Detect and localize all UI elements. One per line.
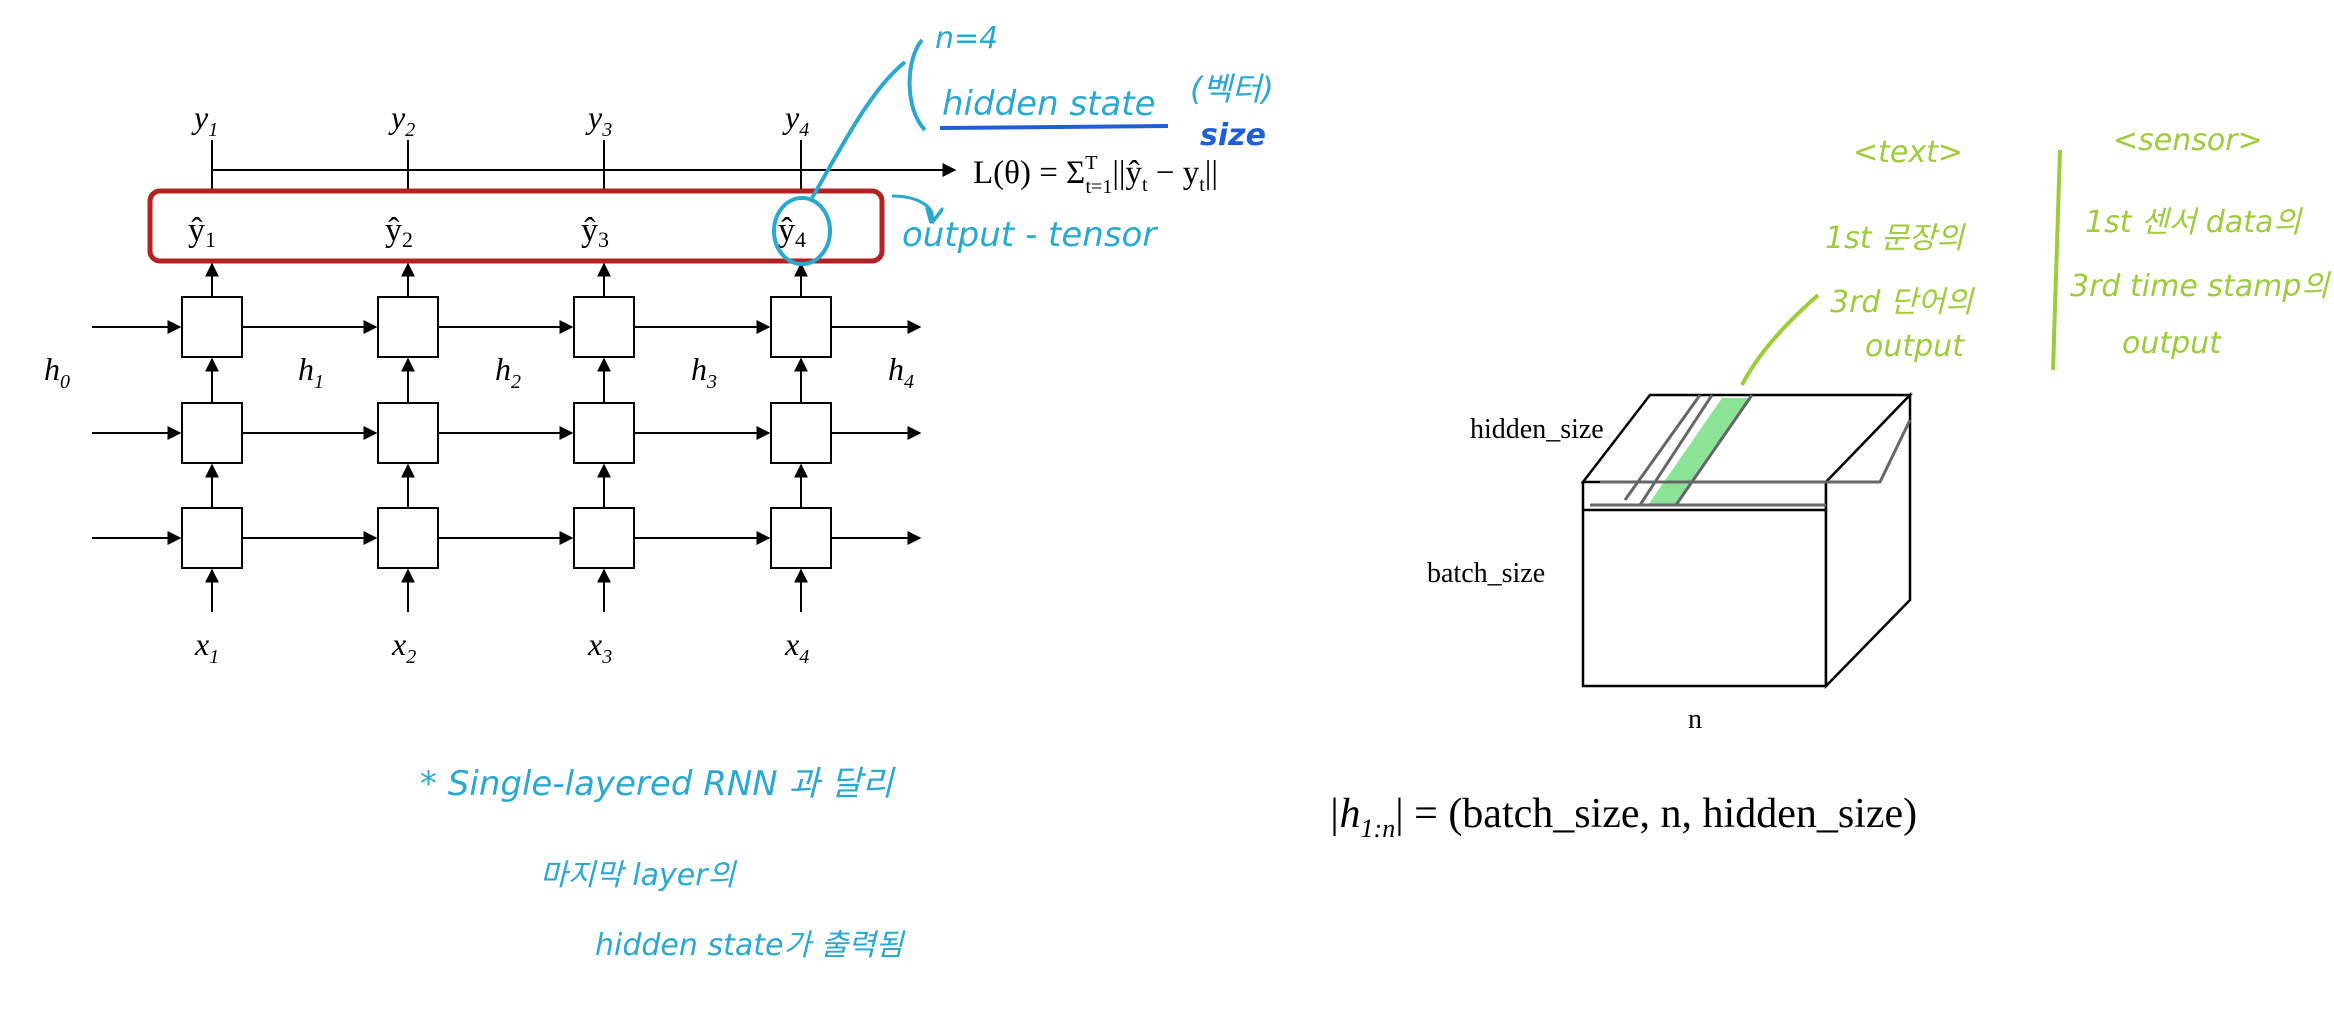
hidden-size-label: hidden_size: [1470, 414, 1604, 445]
h-label-0: h0: [44, 351, 70, 393]
blue-annotations: n=4 hidden state (벡터) size output - tens…: [420, 21, 1274, 963]
pointer-curve: [810, 60, 907, 200]
cell-l1-t2: [377, 507, 439, 569]
n-label: n: [1688, 704, 1702, 735]
x-label-4: x4: [784, 626, 809, 668]
x-label-1: x1: [194, 626, 219, 668]
y-hat-3: ŷ3: [581, 212, 609, 252]
y-hat-4-circle: [772, 196, 832, 266]
sensor-header: <sensor>: [2113, 123, 2263, 158]
slice-lines: [1590, 394, 1912, 507]
h-label-1: h1: [298, 351, 324, 393]
output-tensor-label: output - tensor: [902, 215, 1158, 255]
h-label-4: h4: [888, 351, 914, 393]
hidden-state-underline: [939, 124, 1169, 130]
hidden-labels: h0 h1 h2 h3 h4: [44, 351, 914, 393]
highlighted-slice: [1648, 398, 1750, 505]
cell-l3-t2: [377, 296, 439, 358]
cell-l3-t1: [181, 296, 243, 358]
batch-size-label: batch_size: [1427, 558, 1545, 589]
vector-label: (벡터): [1190, 70, 1274, 108]
cube-right-face: [1824, 391, 1912, 690]
cell-l1-t4: [770, 507, 832, 569]
h-label-2: h2: [495, 351, 521, 393]
cell-l2-t4: [770, 402, 832, 464]
text-line-2: 3rd 단어의: [1830, 285, 1975, 320]
cell-l3-t3: [573, 296, 635, 358]
sensor-line-3: output: [2122, 326, 2222, 361]
output-arrows: [205, 262, 808, 297]
slice-pointer: [1740, 293, 1820, 386]
column-divider: [2051, 149, 2062, 371]
n-equals-label: n=4: [935, 21, 998, 56]
green-annotations: <text> <sensor> 1st 문장의 3rd 단어의 output 1…: [1825, 123, 2331, 371]
cube-front-face: [1581, 508, 1828, 688]
y-hat-1: ŷ1: [188, 212, 216, 252]
note-line-3: hidden state가 출력됨: [595, 928, 906, 963]
text-header: <text>: [1853, 135, 1963, 170]
tensor-shape-formula: |h1:n| = (batch_size, n, hidden_size): [1328, 791, 1917, 843]
note-line-2: 마지막 layer의: [540, 858, 738, 893]
hidden-state-label: hidden state: [942, 84, 1156, 124]
y-hat-4: ŷ4: [778, 212, 806, 252]
y-label-1: y1: [191, 99, 218, 141]
h-label-3: h3: [691, 351, 717, 393]
text-line-1: 1st 문장의: [1825, 221, 1966, 256]
hidden-state-bracket: [907, 38, 927, 132]
input-labels: x1 x2 x3 x4: [194, 626, 809, 668]
sensor-line-1: 1st 센서 data의: [2085, 205, 2303, 240]
x-label-2: x2: [391, 626, 416, 668]
note-line-1: * Single-layered RNN 과 달리: [420, 764, 896, 804]
predicted-outputs: ŷ1 ŷ2 ŷ3 ŷ4: [188, 212, 806, 252]
cell-l1-t3: [573, 507, 635, 569]
output-highlight-box: [147, 188, 885, 264]
text-line-3: output: [1865, 329, 1965, 364]
y-label-3: y3: [585, 99, 612, 141]
cell-l2-t1: [181, 402, 243, 464]
recurrent-arrows: [92, 320, 922, 545]
y-label-4: y4: [782, 99, 809, 141]
y-hat-2: ŷ2: [385, 212, 413, 252]
cell-l2-t2: [377, 402, 439, 464]
y-label-2: y2: [388, 99, 415, 141]
x-label-3: x3: [587, 626, 612, 668]
true-outputs: y1 y2 y3 y4: [191, 99, 809, 141]
cell-l2-t3: [573, 402, 635, 464]
cell-l3-t4: [770, 296, 832, 358]
y-ticks: [211, 140, 802, 192]
cell-l1-t1: [181, 507, 243, 569]
output-tensor-arrow: [891, 194, 932, 220]
vertical-arrows: [205, 357, 808, 612]
size-label: size: [1200, 118, 1266, 153]
tensor-cube: hidden_size batch_size n |h1:n| = (batch…: [1328, 293, 1917, 843]
sensor-line-2: 3rd time stamp의: [2070, 269, 2331, 304]
